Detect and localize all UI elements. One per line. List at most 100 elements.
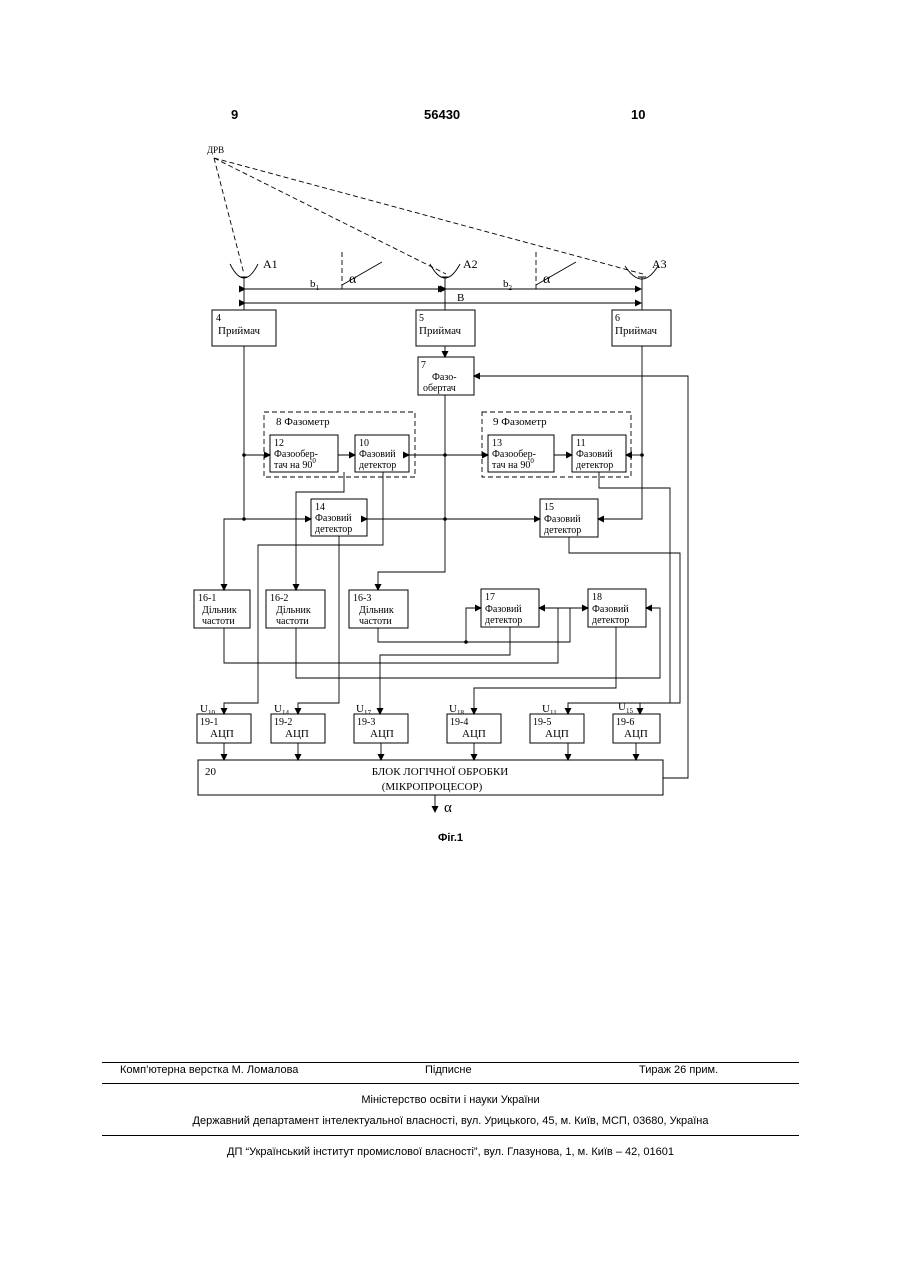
phase-rotator-12: 12 Фазообер- тач на 900 <box>270 435 338 472</box>
baseline-b1-label: b1 <box>310 278 320 292</box>
svg-text:Приймач: Приймач <box>419 325 462 337</box>
antenna-a3: A3 <box>625 257 667 307</box>
svg-text:19-6: 19-6 <box>616 717 634 728</box>
svg-text:детектор: детектор <box>359 460 396 471</box>
svg-text:БЛОК ЛОГІЧНОЇ ОБРОБКИ: БЛОК ЛОГІЧНОЇ ОБРОБКИ <box>372 766 509 778</box>
svg-text:детектор: детектор <box>592 615 629 626</box>
svg-text:20: 20 <box>205 766 217 778</box>
svg-text:8 Фазометр: 8 Фазометр <box>276 416 330 428</box>
svg-text:7: 7 <box>421 360 426 371</box>
svg-text:Фазовий: Фазовий <box>576 449 613 460</box>
svg-text:тач на 900: тач на 900 <box>274 457 316 471</box>
svg-text:6: 6 <box>615 313 620 324</box>
frequency-divider-16-3: 16-3 Дільник частоти <box>349 590 408 628</box>
svg-text:Приймач: Приймач <box>615 325 658 337</box>
svg-text:4: 4 <box>216 313 221 324</box>
svg-text:АЦП: АЦП <box>462 728 486 740</box>
receiver-6: 6 Приймач <box>612 310 671 346</box>
antenna-a2: A2 <box>430 257 478 307</box>
phase-detector-18: 18 Фазовий детектор <box>588 589 646 627</box>
svg-text:детектор: детектор <box>576 460 613 471</box>
svg-text:11: 11 <box>576 438 586 449</box>
svg-text:19-2: 19-2 <box>274 717 292 728</box>
baseline-B-label: B <box>457 292 464 304</box>
adc-19-5: 19-5 АЦП <box>530 714 584 743</box>
svg-text:19-5: 19-5 <box>533 717 551 728</box>
svg-text:частоти: частоти <box>359 616 392 627</box>
svg-text:АЦП: АЦП <box>285 728 309 740</box>
svg-text:Фазообер-: Фазообер- <box>274 449 318 460</box>
svg-text:14: 14 <box>315 502 325 513</box>
svg-text:Фазовий: Фазовий <box>485 604 522 615</box>
svg-text:частоти: частоти <box>202 616 235 627</box>
svg-text:19-3: 19-3 <box>357 717 375 728</box>
svg-text:19-4: 19-4 <box>450 717 468 728</box>
footer-rule-middle <box>102 1083 799 1084</box>
svg-text:19-1: 19-1 <box>200 717 218 728</box>
adc-19-6: 19-6 АЦП <box>613 714 660 743</box>
baseline-b2-label: b2 <box>503 278 513 292</box>
svg-text:детектор: детектор <box>544 525 581 536</box>
svg-text:тач на 900: тач на 900 <box>492 457 534 471</box>
antenna-a1-label: A1 <box>263 257 278 271</box>
adc-19-3: 19-3 АЦП <box>354 714 408 743</box>
phase-detector-15: 15 Фазовий детектор <box>540 499 598 537</box>
phase-detector-17: 17 Фазовий детектор <box>481 589 539 627</box>
frequency-divider-16-1: 16-1 Дільник частоти <box>194 590 250 628</box>
svg-text:детектор: детектор <box>315 524 352 535</box>
svg-text:Фазовий: Фазовий <box>592 604 629 615</box>
svg-text:Фазообер-: Фазообер- <box>492 449 536 460</box>
svg-text:10: 10 <box>359 438 369 449</box>
svg-text:17: 17 <box>485 592 495 603</box>
circulation-label: Тираж 26 прим. <box>639 1064 718 1076</box>
svg-text:обертач: обертач <box>423 383 456 394</box>
adc-19-2: 19-2 АЦП <box>271 714 325 743</box>
svg-text:частоти: частоти <box>276 616 309 627</box>
source-label: ДРВ <box>207 145 224 155</box>
svg-text:Дільник: Дільник <box>276 605 311 616</box>
department-line: Державний департамент інтелектуальної вл… <box>0 1115 901 1127</box>
phase-rotator-13: 13 Фазообер- тач на 900 <box>488 435 554 472</box>
phase-detector-11: 11 Фазовий детектор <box>572 435 626 472</box>
ministry-line: Міністерство освіти і науки України <box>0 1094 901 1106</box>
footer-rule-top <box>102 1062 799 1063</box>
svg-text:16-1: 16-1 <box>198 593 216 604</box>
svg-text:Фазо-: Фазо- <box>432 372 457 383</box>
svg-text:АЦП: АЦП <box>210 728 234 740</box>
phase-shifter-7: 7 Фазо- обертач <box>418 357 474 395</box>
output-alpha-label: α <box>444 800 452 816</box>
svg-text:9 Фазометр: 9 Фазометр <box>493 416 547 428</box>
svg-text:18: 18 <box>592 592 602 603</box>
svg-text:АЦП: АЦП <box>370 728 394 740</box>
antenna-a2-label: A2 <box>463 257 478 271</box>
logic-processing-block-20: 20 БЛОК ЛОГІЧНОЇ ОБРОБКИ (МІКРОПРОЦЕСОР) <box>198 760 663 795</box>
figure-caption: Фіг.1 <box>0 832 901 844</box>
svg-text:Фазовий: Фазовий <box>544 514 581 525</box>
svg-text:АЦП: АЦП <box>545 728 569 740</box>
layout-credit: Комп’ютерна верстка М. Ломалова <box>120 1064 298 1076</box>
svg-text:15: 15 <box>544 502 554 513</box>
svg-text:Приймач: Приймач <box>218 325 261 337</box>
footer-rule-bottom <box>102 1135 799 1136</box>
phase-detector-14: 14 Фазовий детектор <box>311 499 367 536</box>
svg-text:12: 12 <box>274 438 284 449</box>
svg-text:Фазовий: Фазовий <box>359 449 396 460</box>
adc-19-1: 19-1 АЦП <box>197 714 251 743</box>
block-diagram: ДРВ A1 A2 A3 b1 b2 B α α 4 Приймач <box>0 0 901 860</box>
signal-rays <box>214 158 643 274</box>
svg-text:АЦП: АЦП <box>624 728 648 740</box>
svg-text:16-2: 16-2 <box>270 593 288 604</box>
antenna-a1: A1 <box>230 257 278 307</box>
institute-line: ДП “Український інститут промислової вла… <box>0 1146 901 1158</box>
svg-text:16-3: 16-3 <box>353 593 371 604</box>
signed-label: Підписне <box>425 1064 472 1076</box>
svg-text:5: 5 <box>419 313 424 324</box>
svg-text:13: 13 <box>492 438 502 449</box>
angle-alpha-label-2: α <box>543 272 551 287</box>
receiver-5: 5 Приймач <box>416 310 475 346</box>
receiver-4: 4 Приймач <box>212 310 276 346</box>
svg-text:Дільник: Дільник <box>202 605 237 616</box>
svg-text:Фазовий: Фазовий <box>315 513 352 524</box>
svg-text:детектор: детектор <box>485 615 522 626</box>
svg-text:(МІКРОПРОЦЕСОР): (МІКРОПРОЦЕСОР) <box>382 781 483 793</box>
